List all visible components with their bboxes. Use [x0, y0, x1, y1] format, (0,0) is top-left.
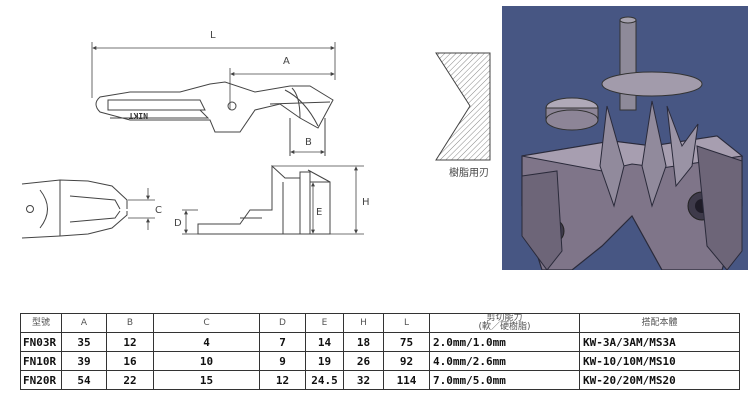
cell-c: 4 — [153, 332, 260, 352]
header-model: 型號 — [20, 313, 62, 333]
cell-body: KW-3A/3AM/MS3A — [579, 332, 740, 352]
blade-profile-view — [197, 164, 331, 235]
cell-model: FN20R — [20, 370, 62, 390]
jaw-closeup — [21, 179, 128, 239]
cell-d: 9 — [259, 351, 306, 371]
cell-e: 24.5 — [305, 370, 344, 390]
header-c: C — [153, 313, 260, 333]
header-compatible-body: 搭配本體 — [579, 313, 740, 333]
cell-a: 54 — [61, 370, 107, 390]
cell-l: 92 — [383, 351, 430, 371]
cell-capacity: 4.0mm/2.6mm — [429, 351, 580, 371]
dim-label-l: L — [210, 30, 216, 41]
blade-side-view — [95, 81, 334, 156]
dim-label-h: H — [362, 197, 370, 208]
cell-a: 39 — [61, 351, 107, 371]
product-3d-render — [502, 6, 748, 270]
table-row: FN10R 39 16 10 9 19 26 92 4.0mm/2.6mm KW… — [20, 351, 740, 371]
cell-b: 16 — [106, 351, 154, 371]
dimension-h: H — [272, 165, 370, 235]
cell-body: KW-10/10M/MS10 — [579, 351, 740, 371]
cell-c: 10 — [153, 351, 260, 371]
cell-e: 14 — [305, 332, 344, 352]
header-l: L — [383, 313, 430, 333]
cell-e: 19 — [305, 351, 344, 371]
header-cut-capacity-title: 剪切能力 — [486, 313, 523, 323]
dimension-b: B — [290, 137, 325, 154]
spec-table: 型號 A B C D E H L 剪切能力 (軟／硬樹脂) 搭配本體 FN03R… — [20, 313, 740, 390]
cell-l: 114 — [383, 370, 430, 390]
dim-label-d: D — [174, 218, 182, 229]
table-header-row: 型號 A B C D E H L 剪切能力 (軟／硬樹脂) 搭配本體 — [20, 313, 740, 333]
resin-blade-caption: 樹脂用刃 — [449, 166, 489, 179]
resin-blade-profile: 樹脂用刃 — [435, 52, 491, 179]
technical-drawing: L A NIKT B C — [21, 30, 491, 239]
table-row: FN20R 54 22 15 12 24.5 32 114 7.0mm/5.0m… — [20, 370, 740, 390]
cell-c: 15 — [153, 370, 260, 390]
cell-h: 32 — [343, 370, 384, 390]
dim-label-c: C — [155, 205, 162, 216]
header-d: D — [259, 313, 306, 333]
cell-model: FN10R — [20, 351, 62, 371]
dimension-c: C — [128, 188, 162, 230]
cell-d: 12 — [259, 370, 306, 390]
cell-body: KW-20/20M/MS20 — [579, 370, 740, 390]
cell-a: 35 — [61, 332, 107, 352]
dim-label-a: A — [283, 56, 290, 67]
header-e: E — [305, 313, 344, 333]
cell-h: 26 — [343, 351, 384, 371]
cell-capacity: 2.0mm/1.0mm — [429, 332, 580, 352]
dimension-e: E — [311, 182, 322, 234]
dimension-l: L — [91, 30, 336, 98]
cell-b: 22 — [106, 370, 154, 390]
dim-label-b: B — [305, 137, 312, 148]
brand-mark: NIKT — [129, 111, 148, 120]
cell-model: FN03R — [20, 332, 62, 352]
header-h: H — [343, 313, 384, 333]
header-b: B — [106, 313, 154, 333]
header-cut-capacity: 剪切能力 (軟／硬樹脂) — [429, 313, 580, 333]
cell-l: 75 — [383, 332, 430, 352]
cell-d: 7 — [259, 332, 306, 352]
header-cut-capacity-sub: (軟／硬樹脂) — [478, 322, 531, 332]
dimension-d: D — [174, 209, 198, 235]
dim-label-e: E — [316, 207, 322, 218]
cell-h: 18 — [343, 332, 384, 352]
dimension-a: A — [229, 56, 335, 110]
header-a: A — [61, 313, 107, 333]
table-row: FN03R 35 12 4 7 14 18 75 2.0mm/1.0mm KW-… — [20, 332, 740, 352]
cell-capacity: 7.0mm/5.0mm — [429, 370, 580, 390]
cell-b: 12 — [106, 332, 154, 352]
